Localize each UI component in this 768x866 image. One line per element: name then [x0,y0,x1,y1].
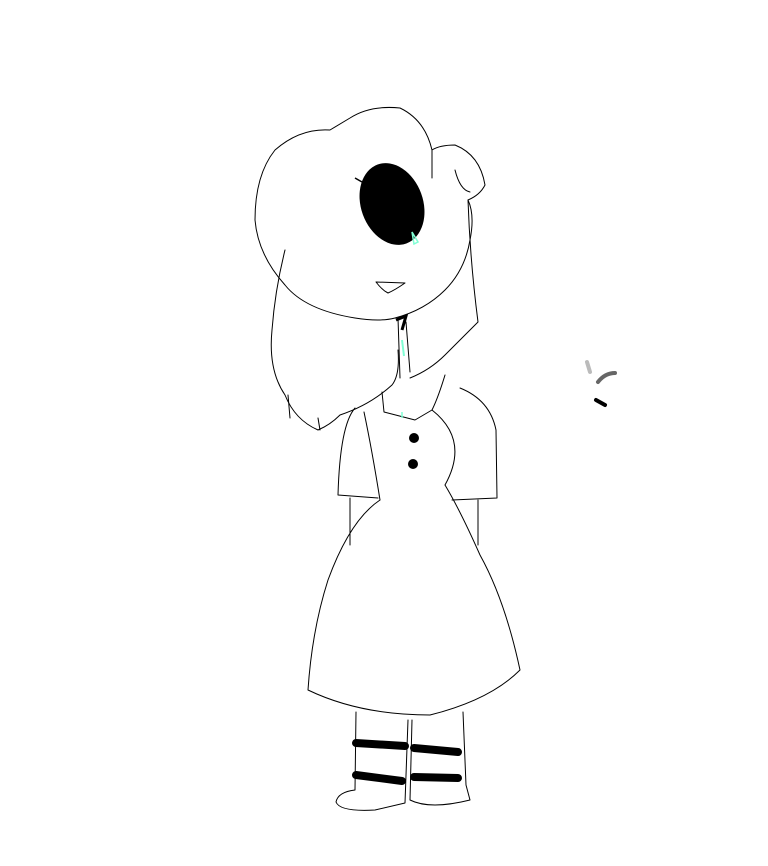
sock-stripe [352,771,406,785]
tear [411,231,420,246]
right-leg [409,711,471,806]
eye-lash [354,177,363,183]
sock-stripe [410,744,462,756]
mark-black [594,398,607,407]
collar [381,374,446,421]
right-sleeve [451,387,498,501]
neck [397,317,411,379]
hair-back [270,249,399,431]
neck-accent [401,339,405,357]
mouth [375,281,406,294]
sock-stripe [410,773,462,782]
dress-button [408,459,418,469]
hair-strand [287,394,321,431]
hair-outline [254,107,486,321]
left-sleeve [337,407,379,499]
mark-light [585,360,592,374]
neck-mark [395,313,409,331]
hair-right [409,199,479,379]
ear [431,149,471,193]
sock-stripe [352,739,409,750]
eye [359,163,425,245]
dress-bodice [363,409,456,501]
dress-button [409,433,419,443]
dress-skirt [307,484,521,716]
mark-gray [596,371,617,384]
left-leg [335,711,409,811]
